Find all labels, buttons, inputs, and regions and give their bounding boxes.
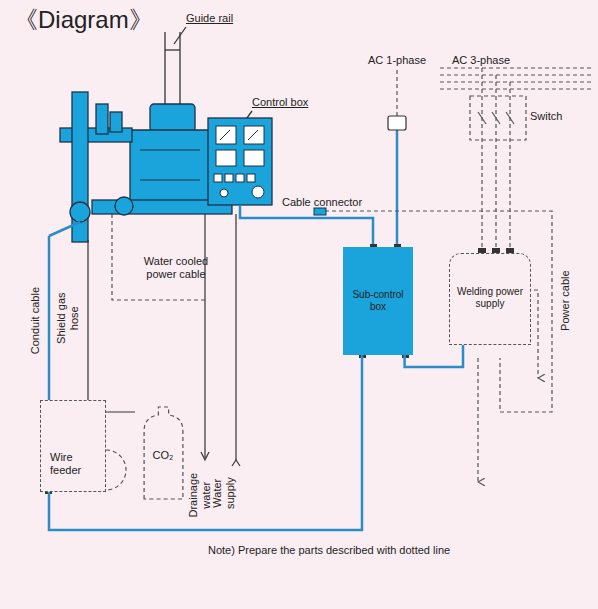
cable-label: Power cable <box>559 263 572 337</box>
node-text: Welding power supply <box>453 286 527 310</box>
part-label: Switch <box>530 110 562 123</box>
cable-label: Conduit cable <box>29 278 42 362</box>
hose-label: Shield gas hose <box>55 287 81 349</box>
co2-cylinder: CO₂ <box>140 405 187 500</box>
cable-label: Water cooled power cable <box>128 255 224 281</box>
welding-power-supply: Welding power supply <box>449 253 531 345</box>
water-label: Water supply <box>211 467 237 519</box>
node-text: Wire feeder <box>50 451 94 477</box>
power-label: AC 1-phase <box>368 54 426 67</box>
part-label: Guide rail <box>186 12 233 25</box>
node-text: Sub-control box <box>347 289 409 313</box>
power-label: AC 3-phase <box>452 54 510 67</box>
cable-connector <box>405 345 463 367</box>
part-label: Cable connector <box>282 196 362 209</box>
node-text: CO₂ <box>142 449 184 462</box>
water-label: Drainage water <box>187 466 213 524</box>
sub-control-box: Sub-control box <box>343 247 413 355</box>
note-text: Note) Prepare the parts described with d… <box>208 544 450 557</box>
diagram-title: 《Diagram》 <box>14 6 153 35</box>
part-label: Control box <box>252 96 308 109</box>
wire-feeder: Wire feeder <box>40 400 106 492</box>
